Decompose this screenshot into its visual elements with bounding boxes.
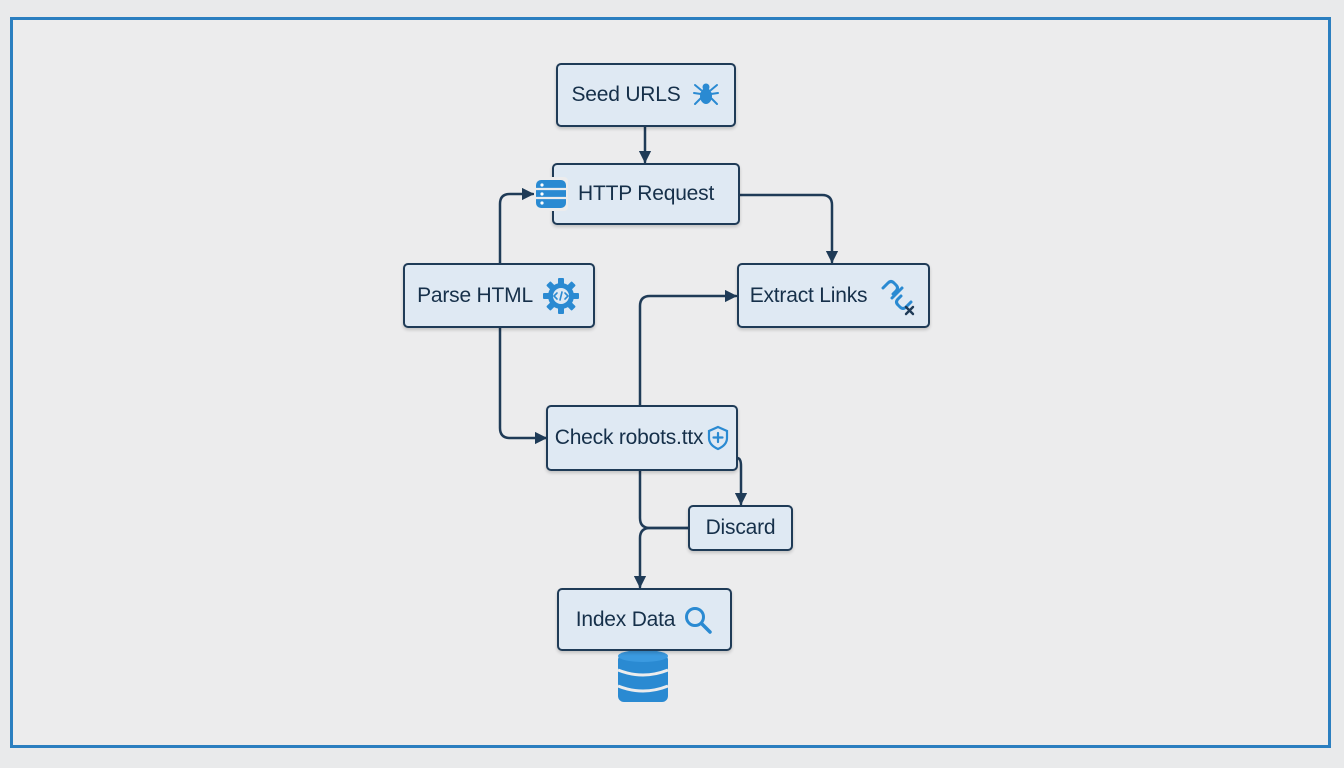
- node-seed-urls[interactable]: Seed URLS: [556, 63, 736, 127]
- node-extract-links-label: Extract Links: [749, 283, 868, 307]
- database-icon: [534, 177, 568, 211]
- shield-icon: [708, 425, 729, 451]
- node-check-robots-label: Check robots.ttx: [554, 426, 704, 449]
- edge-robots-to-discard-merge: [638, 469, 690, 530]
- node-parse-html[interactable]: Parse HTML: [403, 263, 595, 328]
- node-check-robots[interactable]: Check robots.ttx: [546, 405, 738, 471]
- edge-discard-to-index: [633, 526, 690, 589]
- node-http-request[interactable]: HTTP Request: [534, 163, 740, 225]
- node-extract-links[interactable]: Extract Links: [737, 263, 930, 328]
- node-index-data[interactable]: Index Data: [557, 588, 732, 651]
- edge-http-to-extract: [738, 193, 839, 264]
- gear-code-icon: [542, 277, 579, 314]
- node-parse-html-label: Parse HTML: [417, 283, 533, 307]
- edge-robots-to-extract: [638, 289, 738, 407]
- search-icon: [685, 606, 713, 634]
- node-discard-label: Discard: [705, 516, 776, 539]
- node-discard[interactable]: Discard: [688, 505, 793, 551]
- edge-parse-to-robots: [498, 326, 548, 445]
- node-seed-urls-label: Seed URLS: [571, 83, 681, 106]
- node-index-data-label: Index Data: [575, 607, 676, 631]
- node-http-request-label: HTTP Request: [578, 182, 715, 205]
- edge-parse-to-http: [498, 187, 535, 266]
- spider-icon: [692, 83, 719, 105]
- database-storage-icon: [617, 650, 669, 702]
- broken-link-icon: [881, 279, 915, 315]
